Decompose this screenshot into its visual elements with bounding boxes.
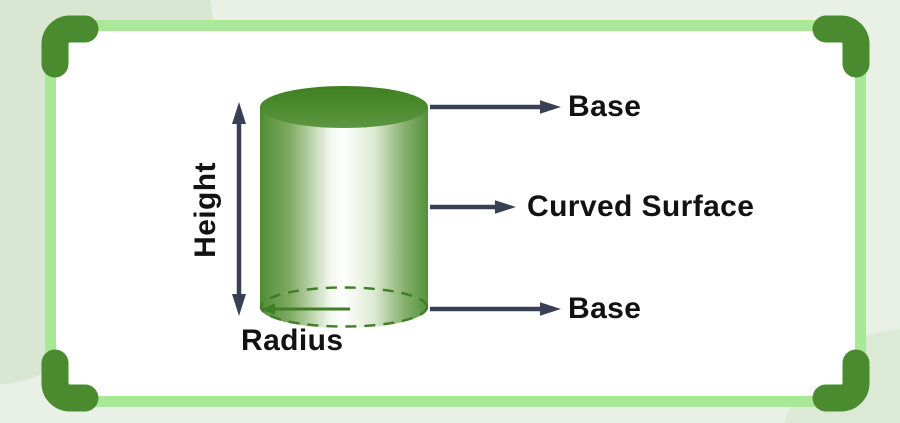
corner-accent-bottom-right — [812, 349, 870, 412]
height-label: Height — [189, 162, 222, 258]
curved-surface-arrowhead-icon — [495, 200, 516, 214]
cylinder-top-face — [260, 86, 428, 128]
cylinder-base-dashed-outline — [259, 286, 429, 328]
base-bottom-label: Base — [568, 292, 642, 325]
curved-surface-label: Curved Surface — [527, 190, 755, 223]
radius-arrowhead-icon — [261, 303, 275, 315]
corner-accent-bottom-left — [41, 349, 99, 412]
base-bottom-arrowhead-icon — [540, 302, 561, 316]
height-arrowhead-up-icon — [232, 102, 246, 124]
curved-surface-arrow — [430, 200, 516, 214]
height-arrowhead-down-icon — [232, 294, 246, 316]
radius-arrow — [261, 303, 350, 315]
radius-label: Radius — [241, 324, 344, 357]
corner-accent-top-left — [41, 15, 99, 78]
corner-accent-top-right — [812, 15, 870, 78]
base-bottom-arrow — [430, 302, 561, 316]
height-arrow — [232, 102, 246, 316]
base-top-label: Base — [568, 90, 642, 123]
cylinder-body — [260, 107, 428, 328]
framed-card — [45, 20, 866, 407]
base-top-arrow — [430, 100, 561, 114]
base-top-arrowhead-icon — [540, 100, 561, 114]
